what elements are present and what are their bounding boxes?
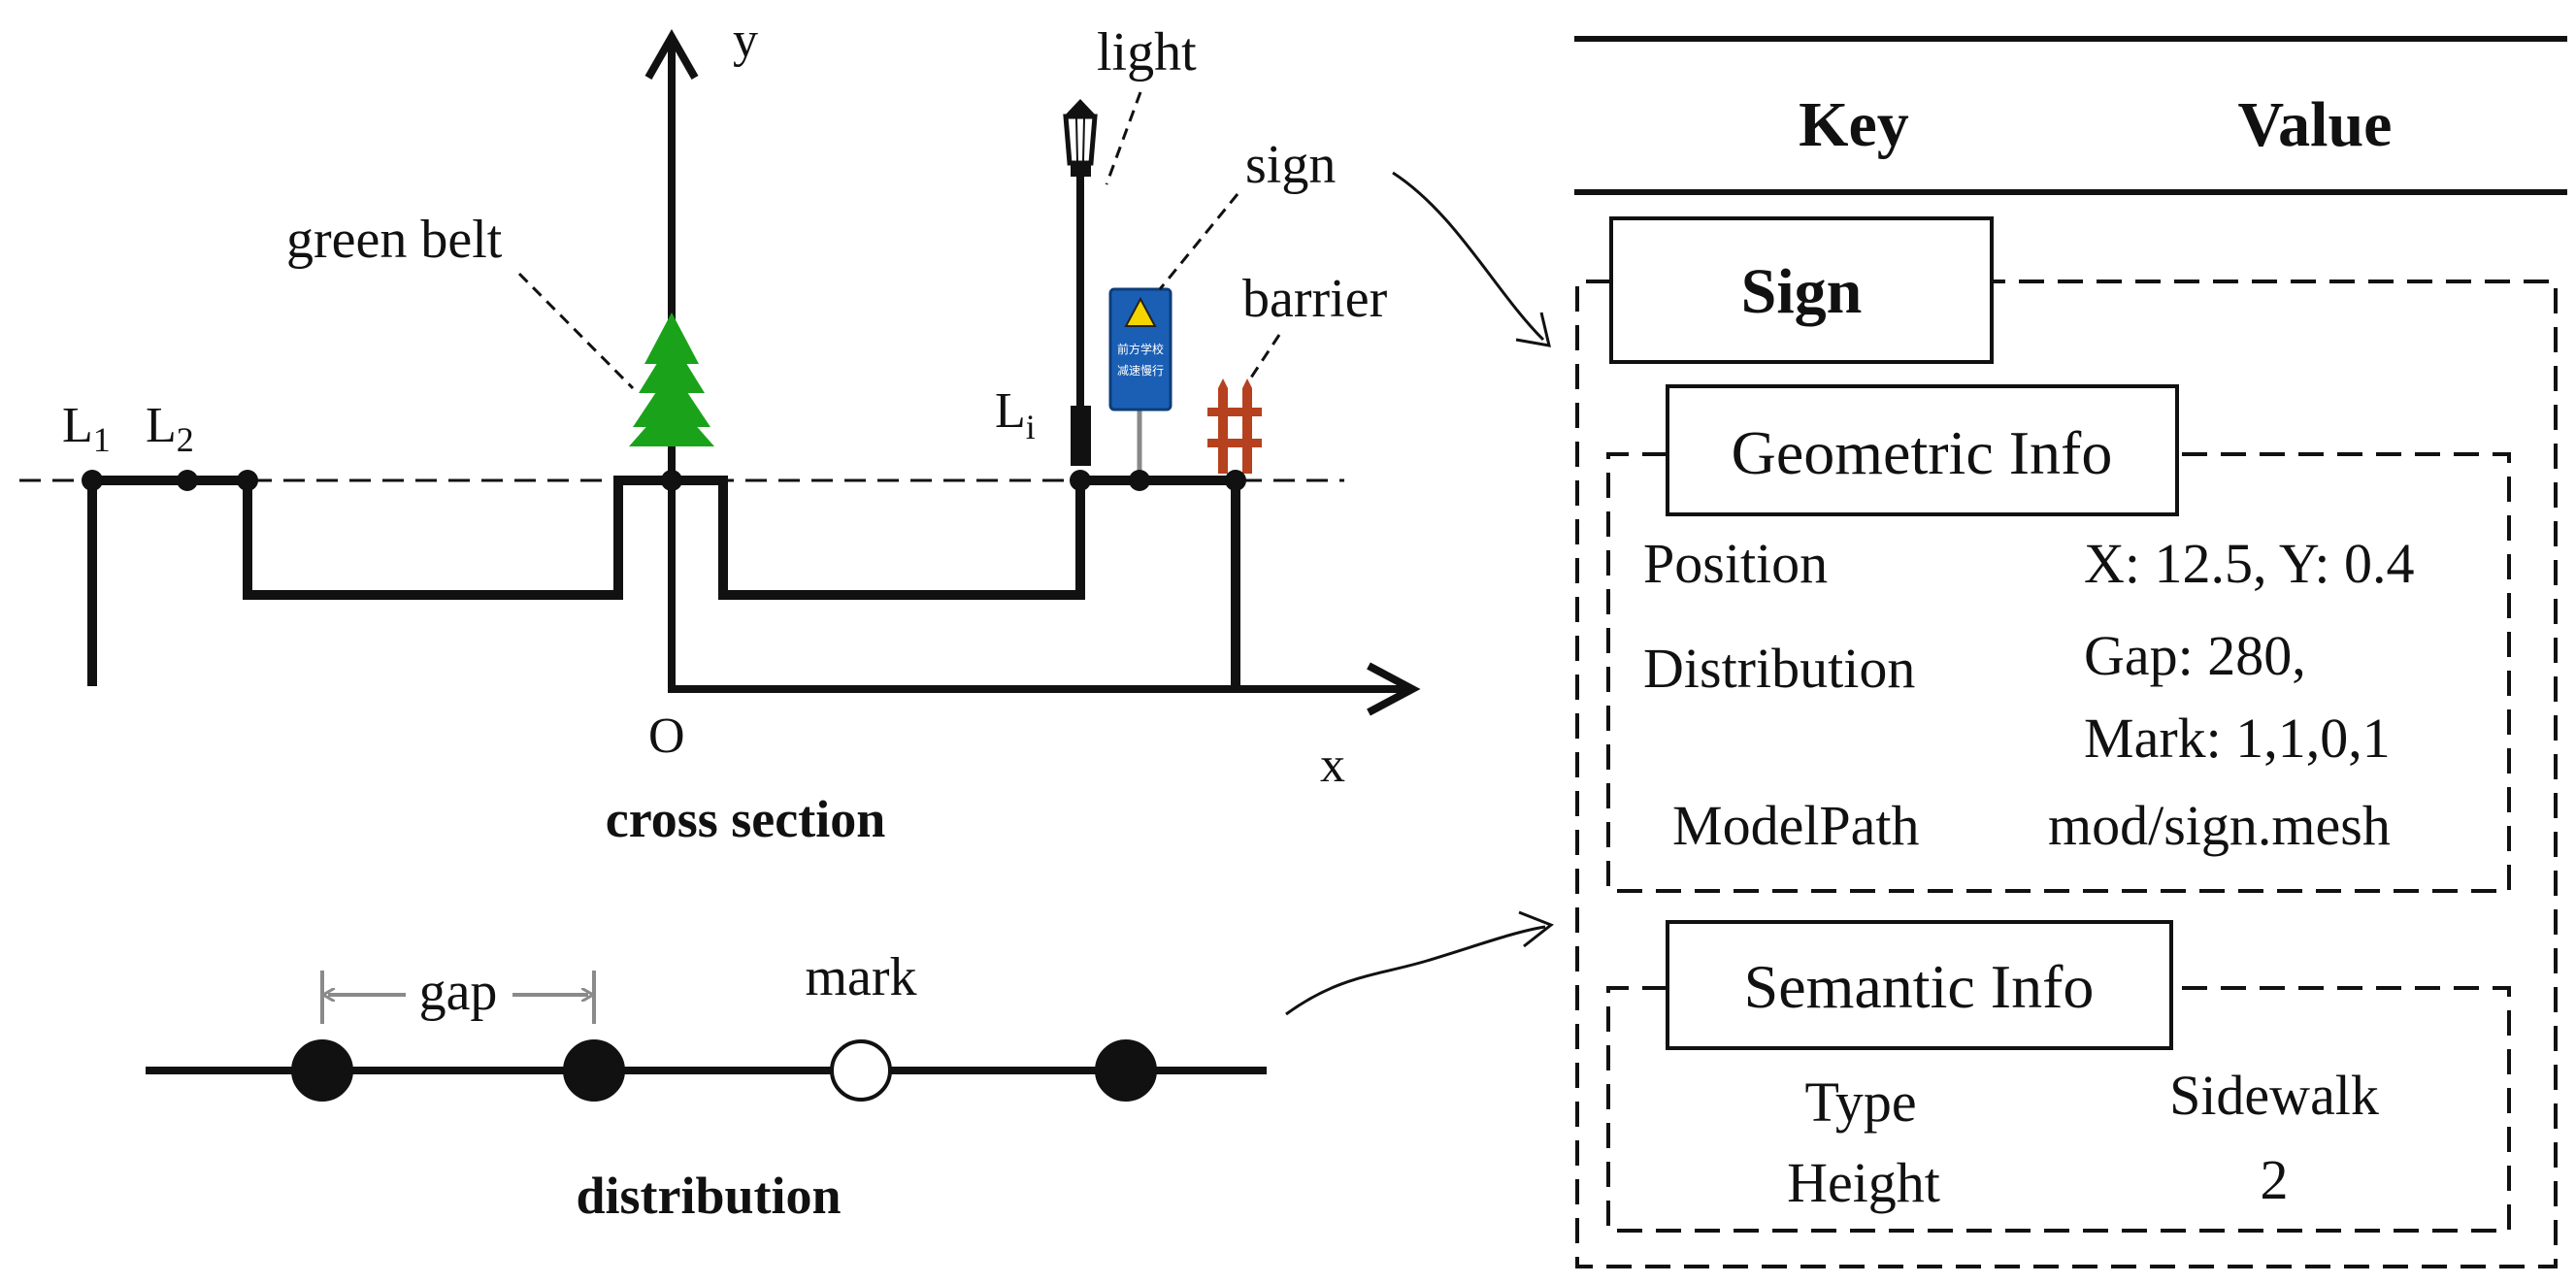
connector-arrow-distribution xyxy=(1285,925,1546,1016)
distribution-caption: distribution xyxy=(576,1167,841,1225)
semantic-group-border xyxy=(1606,986,2511,1233)
header-value: Value xyxy=(2238,89,2393,160)
sign-leader xyxy=(1158,193,1239,290)
sign-group-border xyxy=(1575,280,2558,1268)
road-profile xyxy=(87,476,1240,692)
green-belt-leader xyxy=(517,272,635,390)
line-label-l1: L1 xyxy=(62,398,111,459)
sign-board-line-1: 前方学校 xyxy=(1117,342,1164,356)
distribution-mark-4 xyxy=(1095,1039,1157,1102)
barrier-leader xyxy=(1245,334,1281,384)
mark-label: mark xyxy=(805,947,916,1007)
distribution: gap mark distribution xyxy=(146,947,1267,1225)
tree-icon xyxy=(629,313,714,446)
distribution-mark-1 xyxy=(291,1039,353,1102)
sem-value-type: Sidewalk xyxy=(2169,1064,2379,1127)
barrier-fence-icon xyxy=(1207,379,1262,474)
sign-board-line-2: 减速慢行 xyxy=(1117,364,1164,378)
sign-title-box xyxy=(1609,216,1994,364)
line-label-l2: L2 xyxy=(146,398,194,459)
x-axis-label: x xyxy=(1320,738,1345,793)
y-axis-label: y xyxy=(733,13,758,68)
origin-label: O xyxy=(648,708,685,764)
geo-key-modelpath: ModelPath xyxy=(1672,794,1920,857)
connector-arrow-sign xyxy=(1392,171,1545,342)
sign-title: Sign xyxy=(1741,256,1863,327)
sign-label: sign xyxy=(1245,135,1336,195)
connector-arrowhead-sign xyxy=(1515,312,1551,347)
cross-section: y x O 前方学校 减速慢行 xyxy=(19,13,1421,848)
distribution-mark-3 xyxy=(830,1039,892,1102)
sem-key-height: Height xyxy=(1787,1151,1940,1214)
geometric-title: Geometric Info xyxy=(1732,418,2113,487)
geo-key-distribution: Distribution xyxy=(1643,637,1915,700)
geo-value-modelpath: mod/sign.mesh xyxy=(2048,794,2391,857)
connector-arrowhead-distribution xyxy=(1518,910,1554,948)
distribution-mark-2 xyxy=(563,1039,625,1102)
line-label-li: Li xyxy=(995,383,1036,446)
traffic-sign-icon: 前方学校 减速慢行 xyxy=(1108,287,1172,480)
y-axis-arrowhead xyxy=(644,28,699,80)
semantic-title: Semantic Info xyxy=(1744,952,2095,1021)
sem-value-height: 2 xyxy=(2261,1148,2289,1211)
geo-value-position: X: 12.5, Y: 0.4 xyxy=(2084,532,2415,595)
barrier-label: barrier xyxy=(1242,269,1388,329)
street-light-icon xyxy=(1063,99,1098,466)
geo-value-distribution-2: Mark: 1,1,0,1 xyxy=(2084,707,2391,770)
gap-label: gap xyxy=(419,962,498,1022)
geo-value-distribution-1: Gap: 280, xyxy=(2084,624,2306,687)
distribution-marks xyxy=(291,1039,1157,1102)
light-label: light xyxy=(1097,22,1197,82)
key-value-table: Key Value Sign Geometric Info Position X… xyxy=(1574,36,2567,1268)
header-key: Key xyxy=(1799,89,1909,160)
green-belt-label: green belt xyxy=(286,210,503,270)
profile-points xyxy=(82,470,1246,491)
light-leader xyxy=(1105,91,1142,185)
semantic-title-box xyxy=(1666,920,2173,1050)
x-axis-arrowhead xyxy=(1367,662,1421,716)
geo-key-position: Position xyxy=(1643,532,1828,595)
cross-section-caption: cross section xyxy=(606,790,885,848)
sem-key-type: Type xyxy=(1804,1070,1916,1134)
geometric-group-border xyxy=(1606,452,2511,893)
geometric-title-box xyxy=(1666,384,2179,516)
